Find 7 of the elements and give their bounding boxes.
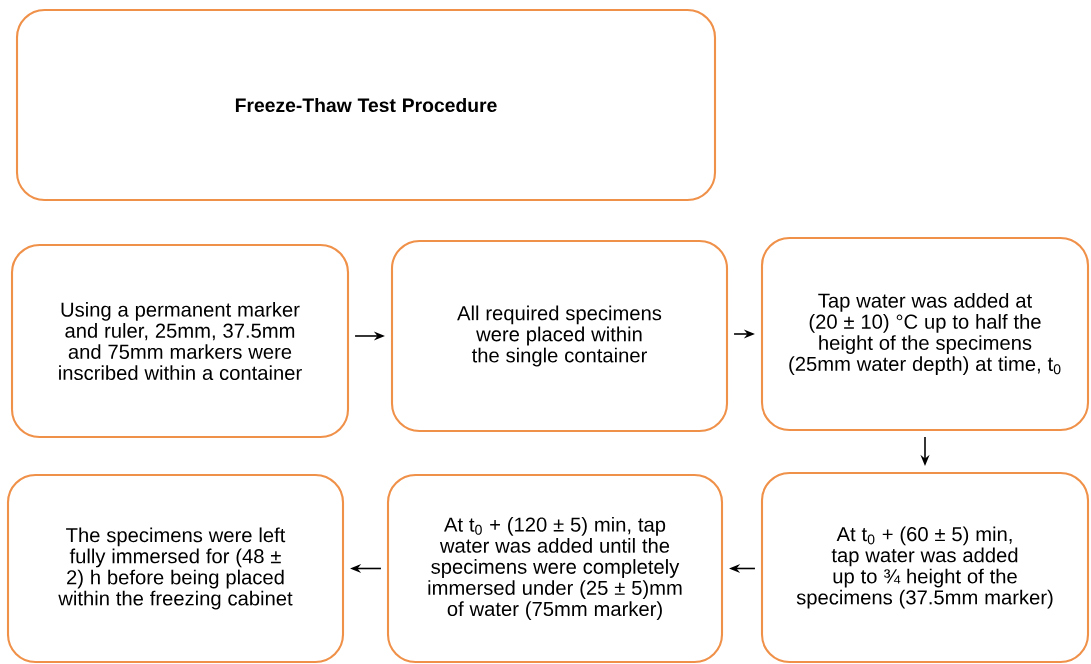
process-box: At t$_{0}$ + (120 ± 5) min, tap water was added until the specimens were completely immersed under (25 ± 5)mm of water (75mm marker) (386, 473, 724, 664)
process-box: All required specimens were placed within the single container (390, 239, 729, 433)
process-box: At t$_{0}$ + (60 ± 5) min, tap water was added up to ¾ height of the specimens (37.5mm marker) (760, 471, 1090, 664)
process-box: The specimens were left fully immersed for (48 ± 2) h before being placed within the freezing cabinet (6, 473, 345, 664)
process-box: Using a permanent marker and ruler, 25mm, 37.5mm and 75mm markers were inscribed within a container (10, 243, 350, 439)
title-box: Freeze-Thaw Test Procedure (15, 8, 717, 202)
process-box: Tap water was added at (20 ± 10) °C up to half the height of the specimens (25mm water depth) at time, t$_{0}$ (760, 236, 1090, 432)
